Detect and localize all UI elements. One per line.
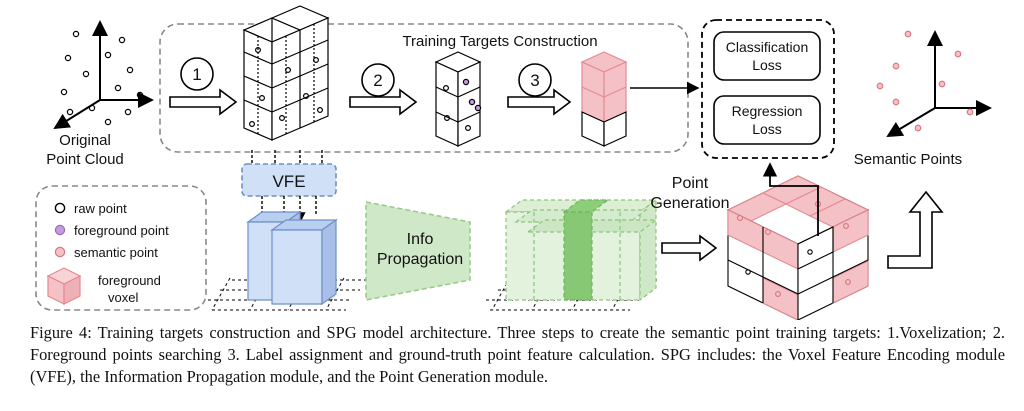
legend: raw point foreground point semantic poin… (35, 185, 207, 311)
classification-loss-box (713, 31, 821, 81)
info-label-line-2: Propagation (377, 251, 463, 268)
hollow-arrow-1 (169, 88, 238, 116)
raw-point-swatch (54, 202, 66, 214)
hollow-arrow-2 (349, 88, 418, 116)
semantic-point-cloud: Semantic Points (854, 30, 992, 168)
vfe-label: VFE (272, 172, 305, 191)
info-propagation-module: Info Propagation (365, 201, 471, 301)
hollow-arrow-generation (661, 234, 718, 262)
figure-caption: Figure 4: Training targets construction … (30, 323, 1005, 386)
foreground-point-swatch (54, 224, 66, 236)
step-3-number: 3 (530, 71, 539, 90)
info-label-line-1: Info (407, 231, 434, 248)
hollow-arrow-3 (507, 88, 572, 116)
legend-raw-point: raw point (74, 201, 127, 216)
original-label-line-1: Original (59, 132, 111, 149)
vfe-module: VFE (241, 150, 337, 197)
step-1-number: 1 (192, 65, 201, 84)
arrow-cube-to-losses (762, 162, 819, 236)
pillar-features (246, 210, 338, 306)
original-label-line-2: Point Cloud (46, 151, 124, 168)
regression-loss-line-1: Regression (732, 103, 803, 119)
foreground-search-column (434, 51, 482, 147)
classification-loss-line-1: Classification (726, 39, 808, 55)
generated-voxel-cube (726, 175, 870, 320)
classification-loss-line-2: Loss (752, 57, 782, 73)
legend-voxel-line-1: foreground (98, 273, 161, 288)
semantic-point-swatch (54, 246, 66, 258)
training-targets-construction: Training Targets Construction (159, 23, 689, 153)
hollow-arrow-up (887, 190, 944, 269)
legend-foreground-point: foreground point (74, 223, 169, 238)
pointgen-label-line-1: Point (672, 175, 709, 192)
spg-architecture-diagram: Original Point Cloud Training Targets Co… (35, 5, 992, 320)
legend-voxel-line-2: voxel (108, 290, 138, 305)
regression-loss-box (713, 95, 821, 145)
foreground-voxel-swatch (46, 267, 82, 305)
ttc-title: Training Targets Construction (402, 33, 597, 50)
regression-loss-line-2: Loss (752, 121, 782, 137)
step-2-number: 2 (373, 71, 382, 90)
voxel-grid (242, 5, 330, 141)
legend-semantic-point: semantic point (74, 245, 158, 260)
semantic-points-label: Semantic Points (854, 151, 962, 168)
original-point-cloud: Original Point Cloud (46, 20, 154, 168)
propagated-feature-volume (504, 198, 658, 302)
step-3-marker: 3 (518, 63, 552, 97)
label-assignment-column (580, 51, 628, 147)
step-2-marker: 2 (361, 63, 395, 97)
step-1-marker: 1 (180, 57, 214, 91)
pointgen-label-line-2: Generation (650, 195, 729, 212)
loss-box: Classification Loss Regression Loss (701, 19, 835, 159)
